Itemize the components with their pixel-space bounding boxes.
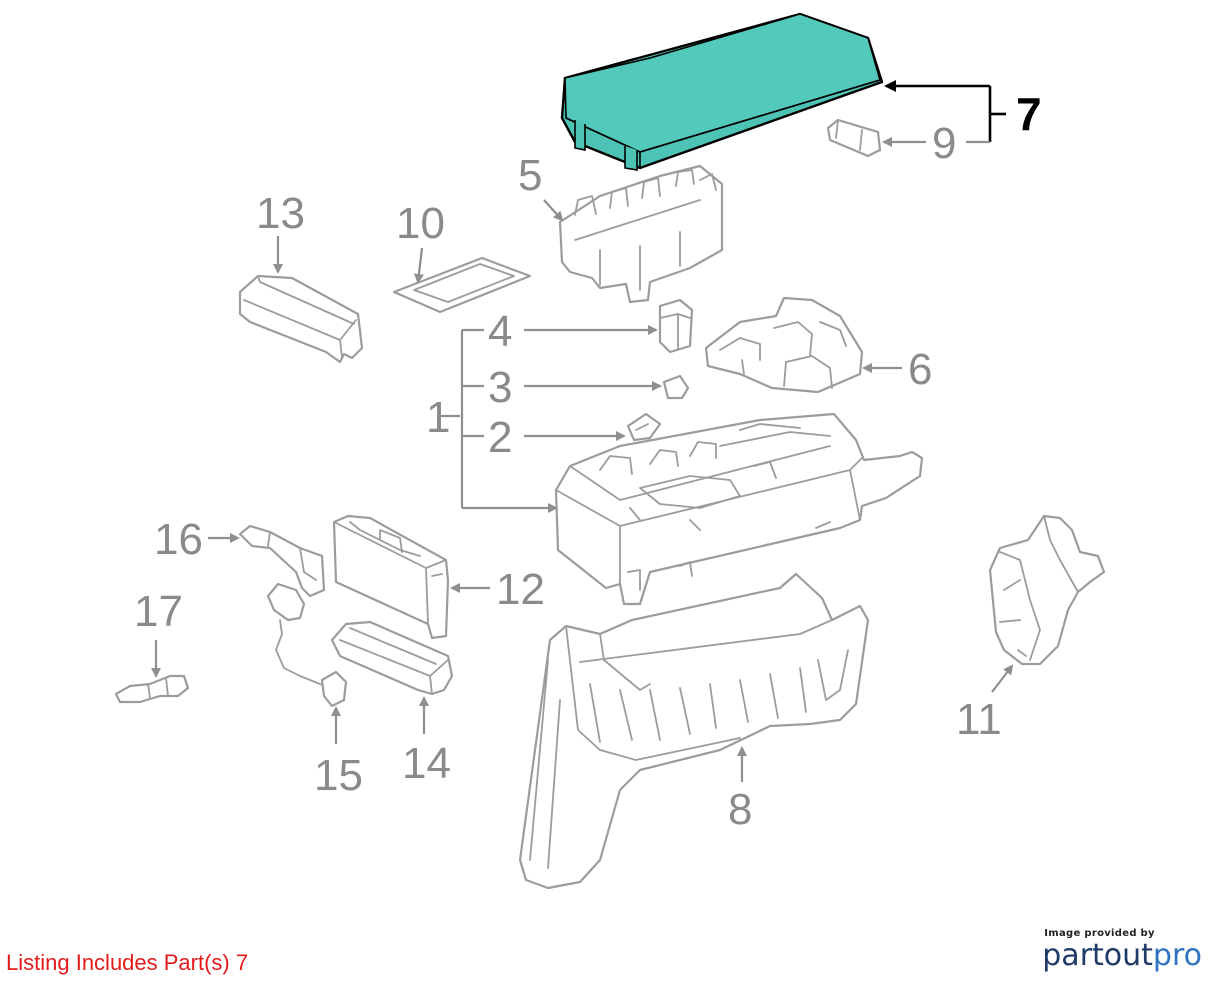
part-16-bracket[interactable] <box>238 524 326 598</box>
brand-text-pro: pro <box>1152 938 1202 973</box>
part-3-fuse[interactable] <box>662 374 690 400</box>
image-provider-logo: Image provided by partoutpro <box>1042 928 1202 973</box>
listing-includes-text: Listing Includes Part(s) 7 <box>6 950 249 975</box>
part-17-sensor[interactable] <box>114 674 190 704</box>
part-15-harness[interactable] <box>266 582 348 708</box>
leader-lines <box>151 80 1014 782</box>
callout-7: 7 <box>1016 88 1042 140</box>
partoutpro-logo: partoutpro <box>1042 939 1202 973</box>
callout-3: 3 <box>488 363 512 412</box>
part-11-bracket[interactable] <box>988 514 1106 666</box>
part-5-relay-block[interactable] <box>558 164 724 304</box>
callout-1: 1 <box>426 393 450 442</box>
part-4-relay[interactable] <box>658 298 694 354</box>
callout-13: 13 <box>256 189 305 238</box>
callout-labels: 7 9 5 13 10 4 6 3 1 2 16 12 17 11 14 15 … <box>134 88 1042 834</box>
callout-17: 17 <box>134 587 183 636</box>
part-1-fuse-box[interactable] <box>554 412 924 606</box>
callout-9: 9 <box>932 119 956 168</box>
callout-6: 6 <box>908 345 932 394</box>
part-12-relay-holder[interactable] <box>332 514 450 640</box>
callout-5: 5 <box>518 151 542 200</box>
part-13-cover[interactable] <box>238 274 364 364</box>
part-10-label[interactable] <box>392 256 532 314</box>
callout-12: 12 <box>496 565 545 614</box>
part-2-fuse[interactable] <box>626 412 662 442</box>
callout-8: 8 <box>728 785 752 834</box>
part-9-fuse-puller[interactable] <box>826 118 882 158</box>
provider-caption: Image provided by <box>1044 928 1155 939</box>
part-8-lower-case[interactable] <box>518 572 870 890</box>
callout-11: 11 <box>956 695 1002 744</box>
part-6-relay-block[interactable] <box>704 296 864 394</box>
part-14-tray[interactable] <box>330 620 454 696</box>
callout-14: 14 <box>402 739 451 788</box>
callout-15: 15 <box>314 751 363 800</box>
callout-4: 4 <box>488 307 512 356</box>
callout-2: 2 <box>488 413 512 462</box>
callout-16: 16 <box>154 515 203 564</box>
callout-10: 10 <box>396 199 445 248</box>
brand-text-partout: partout <box>1042 938 1153 973</box>
part-7-cover-highlighted[interactable] <box>560 12 884 171</box>
